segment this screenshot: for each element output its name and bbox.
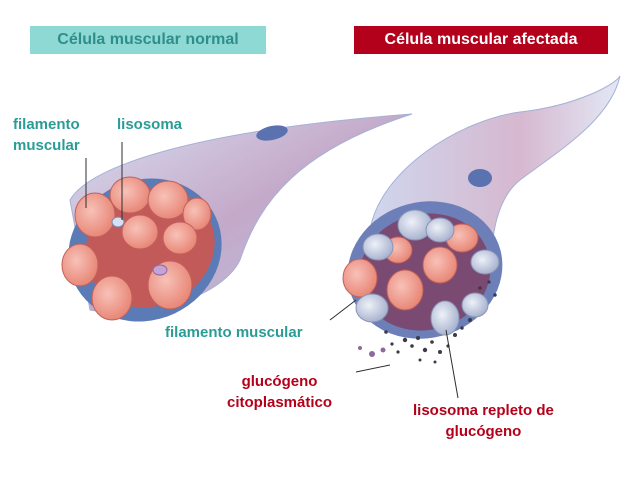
cytoplasmic-glycogen-granules — [358, 280, 497, 364]
label-line: glucógeno — [445, 423, 522, 440]
header-affected-cell: Célula muscular afectada — [354, 26, 608, 54]
affected-muscle-cell — [342, 75, 621, 364]
affected-filaments — [342, 223, 479, 311]
label-lisosoma-left: lisosoma — [117, 116, 183, 133]
label-lisosoma-repleto: lisosoma repleto de glucógeno — [413, 400, 554, 442]
glycogen-filled-lysosomes — [355, 209, 500, 336]
normal-filaments — [61, 176, 212, 321]
label-filamento-muscular-right: filamento muscular — [165, 324, 303, 341]
label-filamento-muscular-left: filamento muscular — [13, 114, 80, 156]
label-line: glucógeno — [241, 373, 318, 390]
label-line: citoplasmático — [227, 394, 333, 411]
label-line: muscular — [13, 137, 80, 154]
header-normal-cell: Célula muscular normal — [30, 26, 266, 54]
label-line: filamento — [13, 116, 80, 133]
label-line: lisosoma repleto de — [413, 402, 554, 419]
leader-lines — [85, 142, 459, 399]
label-glucogeno-citoplasmatico: glucógeno citoplasmático — [227, 371, 332, 413]
normal-muscle-cell — [61, 113, 413, 322]
